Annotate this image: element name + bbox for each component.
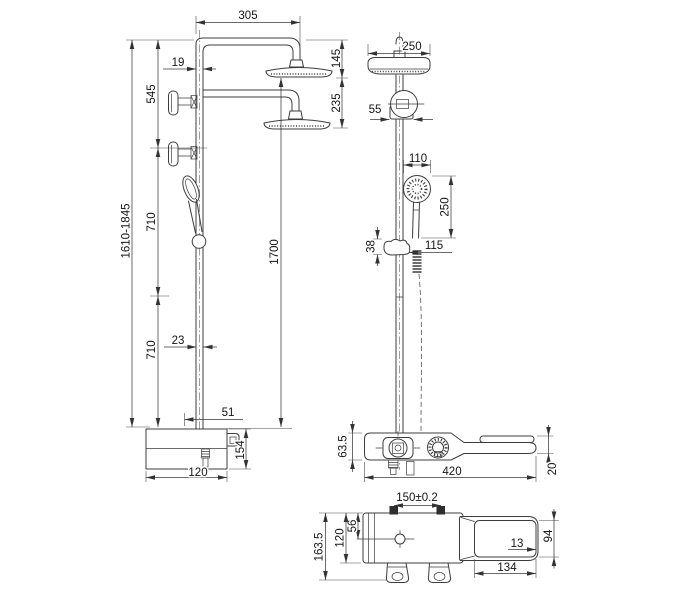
dim-pipe-bottom-label: 23 (172, 335, 185, 347)
dim-mid-segment-label: 710 (146, 212, 158, 231)
glass-shelf-edge (479, 435, 535, 443)
lower-arm (202, 89, 300, 112)
dim-arm-length-label: 305 (238, 10, 257, 22)
inlet-fitting-front (201, 448, 210, 468)
dim-column-height-label: 1700 (269, 239, 281, 265)
side-dimensions: 250 55 110 250 38 115 (364, 40, 456, 266)
dim-upper-segment-label: 545 (146, 84, 158, 103)
hose-path (418, 273, 422, 435)
dim-head-spacing-label: 235 (331, 93, 343, 112)
dim-base-height-label: 154 (235, 440, 247, 460)
head1-collar (289, 59, 304, 68)
dim-shelf-depth-label: 94 (543, 529, 555, 542)
shelf-top (459, 516, 539, 561)
inlet-fittings (388, 459, 415, 476)
front-dimensions: 305 19 545 710 710 1610-1845 23 (119, 9, 348, 482)
wall-bracket (387, 90, 425, 120)
dim-head-drop-label: 145 (331, 49, 343, 68)
rain-head-2 (263, 119, 331, 130)
top-arm (195, 37, 301, 61)
mixer-front: 63.5 420 20 (336, 421, 561, 482)
dim-pipe-top-label: 19 (172, 57, 185, 69)
top-view: 150±0.2 56 120 163.5 134 94 13 (312, 491, 559, 583)
mixer-body-top (362, 512, 464, 564)
dim-overall-height-label: 1610-1845 (121, 204, 133, 259)
side-view: 250 55 110 250 38 115 (336, 32, 561, 482)
dim-handshower-diameter-label: 110 (409, 153, 427, 165)
rain-head-side (367, 57, 431, 75)
dim-shelf-width-label: 134 (497, 562, 517, 574)
dim-lower-segment-label: 710 (146, 340, 158, 359)
slider-clamp (383, 238, 411, 256)
dim-handshower-length-label: 250 (440, 197, 452, 216)
dim-wall-bracket-label: 55 (369, 104, 382, 116)
dim-overall-depth-label: 163.5 (314, 533, 326, 562)
slider-knob (191, 234, 207, 249)
coiled-hose (412, 250, 422, 273)
dim-inlet-offset-label: 56 (347, 520, 359, 533)
dim-inlet-spacing-label: 150±0.2 (396, 492, 438, 504)
dim-slider-offset-label: 115 (425, 240, 443, 252)
front-view: 305 19 545 710 710 1610-1845 23 (119, 9, 348, 482)
mounting-foot-left (385, 562, 410, 583)
dim-base-width-label: 120 (188, 467, 207, 479)
diverter-handle-2 (168, 141, 198, 167)
dim-shelf-rim-label: 13 (511, 538, 524, 550)
dim-head-diameter-label: 250 (402, 41, 421, 53)
diverter-handle-1 (168, 90, 198, 116)
hand-shower-front (182, 175, 207, 249)
center-hole (356, 530, 415, 548)
mixer-base-side (145, 428, 240, 470)
inlet-hot (389, 506, 398, 515)
dim-mixer-width-label: 420 (442, 466, 461, 478)
dim-mixer-height-label: 63.5 (338, 435, 350, 457)
dim-shelf-edge-label: 20 (547, 463, 559, 476)
dim-body-depth-label: 120 (335, 528, 347, 547)
dim-slider-height-label: 38 (366, 240, 378, 253)
head2-collar (288, 110, 303, 120)
inlet-cold (436, 506, 445, 515)
mounting-foot-right (427, 562, 452, 583)
flow-knob (427, 436, 449, 459)
rain-head-1 (265, 67, 333, 78)
dim-base-offset-label: 51 (222, 407, 235, 419)
hand-shower-face (403, 175, 431, 239)
temperature-knob (375, 431, 421, 459)
spout (226, 433, 240, 447)
top-dimensions: 150±0.2 56 120 163.5 134 94 13 (312, 491, 559, 581)
